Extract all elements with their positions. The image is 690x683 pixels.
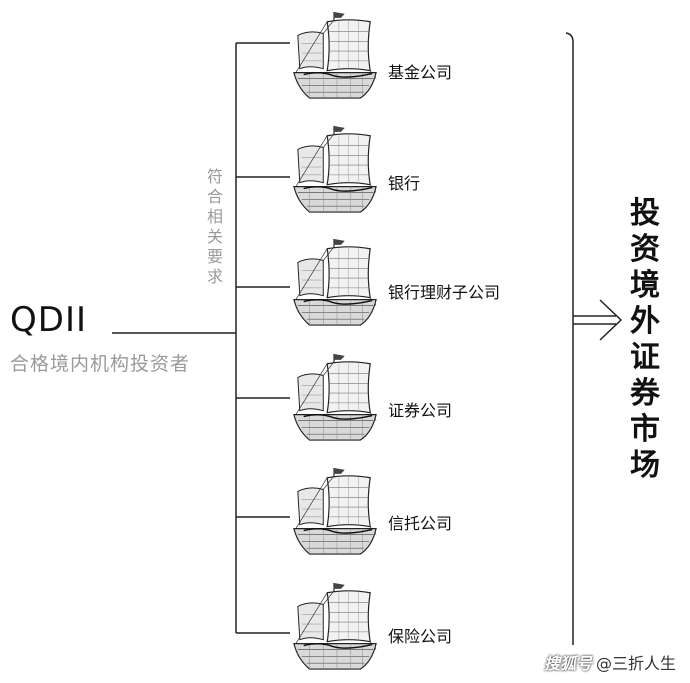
institution-label: 信托公司	[388, 514, 453, 533]
requirement-label: 符合相关要求	[206, 167, 223, 286]
institution-label: 银行	[388, 174, 421, 193]
watermark-platform: 搜狐号	[543, 654, 592, 673]
institution-label: 银行理财子公司	[388, 283, 501, 302]
institution-label: 保险公司	[388, 627, 453, 646]
qdii-title: QDII	[10, 300, 87, 340]
qdii-subtitle: 合格境内机构投资者	[10, 353, 191, 375]
double-arrow-right-icon	[573, 299, 623, 341]
sailing-ship-icon	[293, 353, 377, 441]
sailing-ship-icon	[293, 582, 377, 670]
sailing-ship-icon	[293, 125, 377, 213]
sailing-ship-icon	[293, 238, 377, 326]
right-bracket-line	[565, 32, 574, 645]
institution-label: 证券公司	[388, 401, 453, 420]
sailing-ship-icon	[293, 467, 377, 555]
watermark: 搜狐号@三折人生	[544, 650, 676, 674]
target-label: 投资境外证券市场	[630, 196, 660, 483]
sailing-ship-icon	[293, 11, 377, 99]
institution-label: 基金公司	[388, 63, 453, 82]
watermark-author: @三折人生	[595, 654, 676, 673]
